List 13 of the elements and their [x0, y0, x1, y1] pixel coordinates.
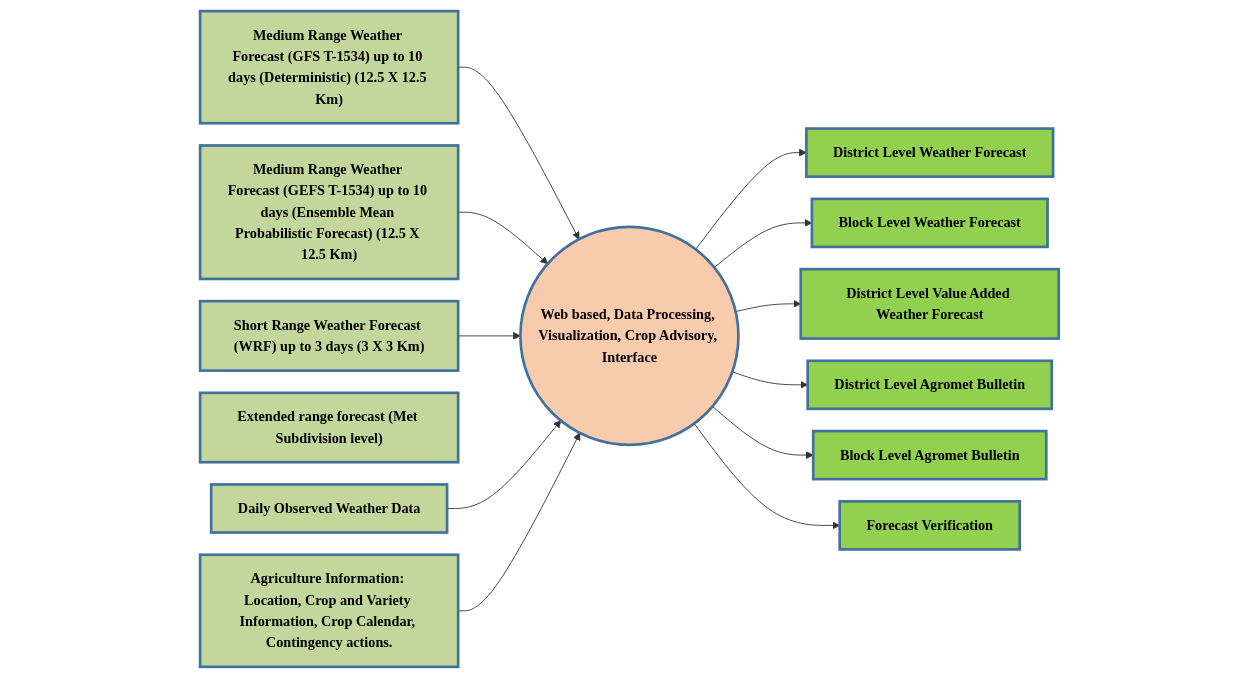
- node-box: Forecast Verification: [837, 500, 1021, 551]
- node-box: District Level Agromet Bulletin: [805, 359, 1053, 411]
- node-box: District Level Value Added Weather Forecast: [798, 267, 1060, 340]
- node-box: Medium Range Weather Forecast (GFS T-1534) up to 10 days (Deterministic) (12.5 X 12.5 Km): [198, 9, 460, 125]
- node-box: Block Level Agromet Bulletin: [811, 429, 1048, 481]
- node-box: Medium Range Weather Forecast (GEFS T-1534) up to 10 days (Ensemble Mean Probabilistic Forecast) (12.5 X 12.5 Km): [198, 144, 460, 281]
- node-box: District Level Weather Forecast: [804, 127, 1054, 178]
- node-box: Short Range Weather Forecast (WRF) up to 3 days (3 X 3 Km): [198, 299, 460, 372]
- node-box: Agriculture Information: Location, Crop and Variety Information, Crop Calendar, Contingency actions.: [198, 553, 460, 669]
- node-box: Extended range forecast (Met Subdivision level): [198, 391, 460, 464]
- node-box: Daily Observed Weather Data: [209, 483, 448, 534]
- node-circle: Web based, Data Processing, Visualization, Crop Advisory, Interface: [518, 225, 740, 447]
- node-box: Block Level Weather Forecast: [810, 197, 1049, 249]
